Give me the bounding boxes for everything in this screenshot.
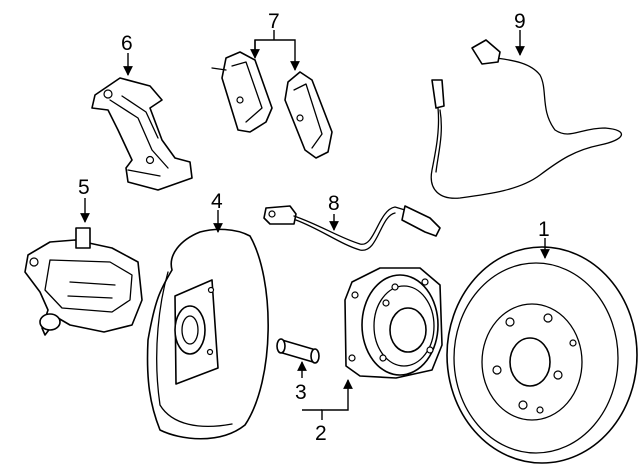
hub-and-bearing-part (344, 267, 443, 379)
brake-pads-part (211, 51, 333, 159)
callout-4: 4 (211, 190, 223, 213)
rotor-part (446, 246, 638, 464)
leader-lines (80, 30, 550, 420)
caliper-part (24, 227, 143, 336)
brake-hose-part (263, 205, 441, 251)
abs-sensor-part (430, 39, 622, 199)
callout-7: 7 (268, 10, 280, 33)
callout-8: 8 (328, 192, 340, 215)
caliper-bracket-part (91, 77, 193, 191)
wheel-stud-part (276, 338, 320, 364)
callout-labels: 1 2 3 4 5 6 7 8 9 (78, 10, 550, 445)
callout-5: 5 (78, 176, 90, 199)
leader-7 (254, 39, 300, 71)
callout-6: 6 (121, 32, 133, 55)
splash-shield-part (146, 228, 269, 440)
callout-1: 1 (538, 218, 550, 241)
leader-2 (321, 379, 353, 420)
callout-2: 2 (315, 422, 327, 445)
callout-3: 3 (295, 381, 307, 404)
callout-9: 9 (514, 10, 526, 33)
